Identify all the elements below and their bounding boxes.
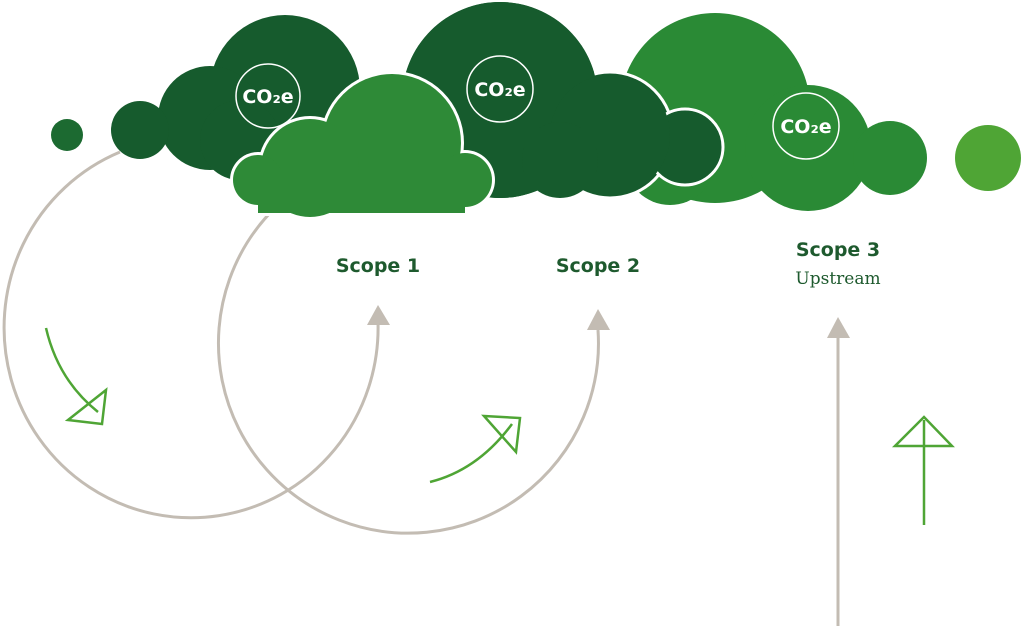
co2e-badge-1: CO₂e — [235, 63, 301, 129]
right-dot — [955, 125, 1021, 191]
co2e-label-2: CO₂e — [474, 79, 525, 101]
scope-3-label: Scope 3 — [796, 239, 880, 261]
co2e-badge-2: CO₂e — [466, 55, 534, 123]
arrowhead-scope-2 — [587, 309, 610, 330]
gray-flow-lines — [2, 150, 840, 626]
co2e-label-3: CO₂e — [780, 116, 831, 138]
gray-arrowheads — [367, 305, 850, 338]
left-dot — [51, 119, 83, 151]
flow-curve-2 — [217, 203, 600, 535]
green-arrow-2 — [429, 414, 522, 484]
green-arrow-1 — [44, 327, 108, 426]
co2e-badge-3: CO₂e — [772, 92, 840, 160]
flow-curve-1 — [2, 150, 380, 520]
arrowhead-scope-3 — [827, 317, 850, 338]
scope-3-sublabel: Upstream — [795, 269, 880, 289]
scope-2-label: Scope 2 — [556, 255, 640, 277]
scope-1-label: Scope 1 — [336, 255, 420, 277]
arrowhead-scope-1 — [367, 305, 390, 325]
green-arrow-3 — [891, 415, 955, 525]
co2e-label-1: CO₂e — [242, 86, 293, 108]
cloud-scope-1-front — [233, 74, 492, 217]
